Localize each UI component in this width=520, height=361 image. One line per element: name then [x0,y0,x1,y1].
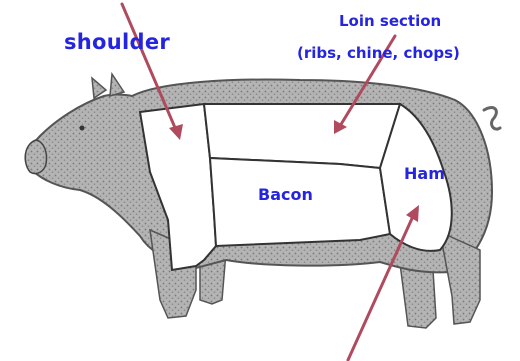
pig-eye [80,126,85,131]
pig-tail [484,108,500,130]
label-loin-section: Loin section [339,14,441,29]
label-ham: Ham [404,166,445,182]
label-bacon: Bacon [258,187,313,203]
pig-ear-right [110,74,124,96]
label-loin-subtitle: (ribs, chine, chops) [297,46,460,61]
label-shoulder: shoulder [64,32,170,53]
pig-snout [25,140,46,174]
